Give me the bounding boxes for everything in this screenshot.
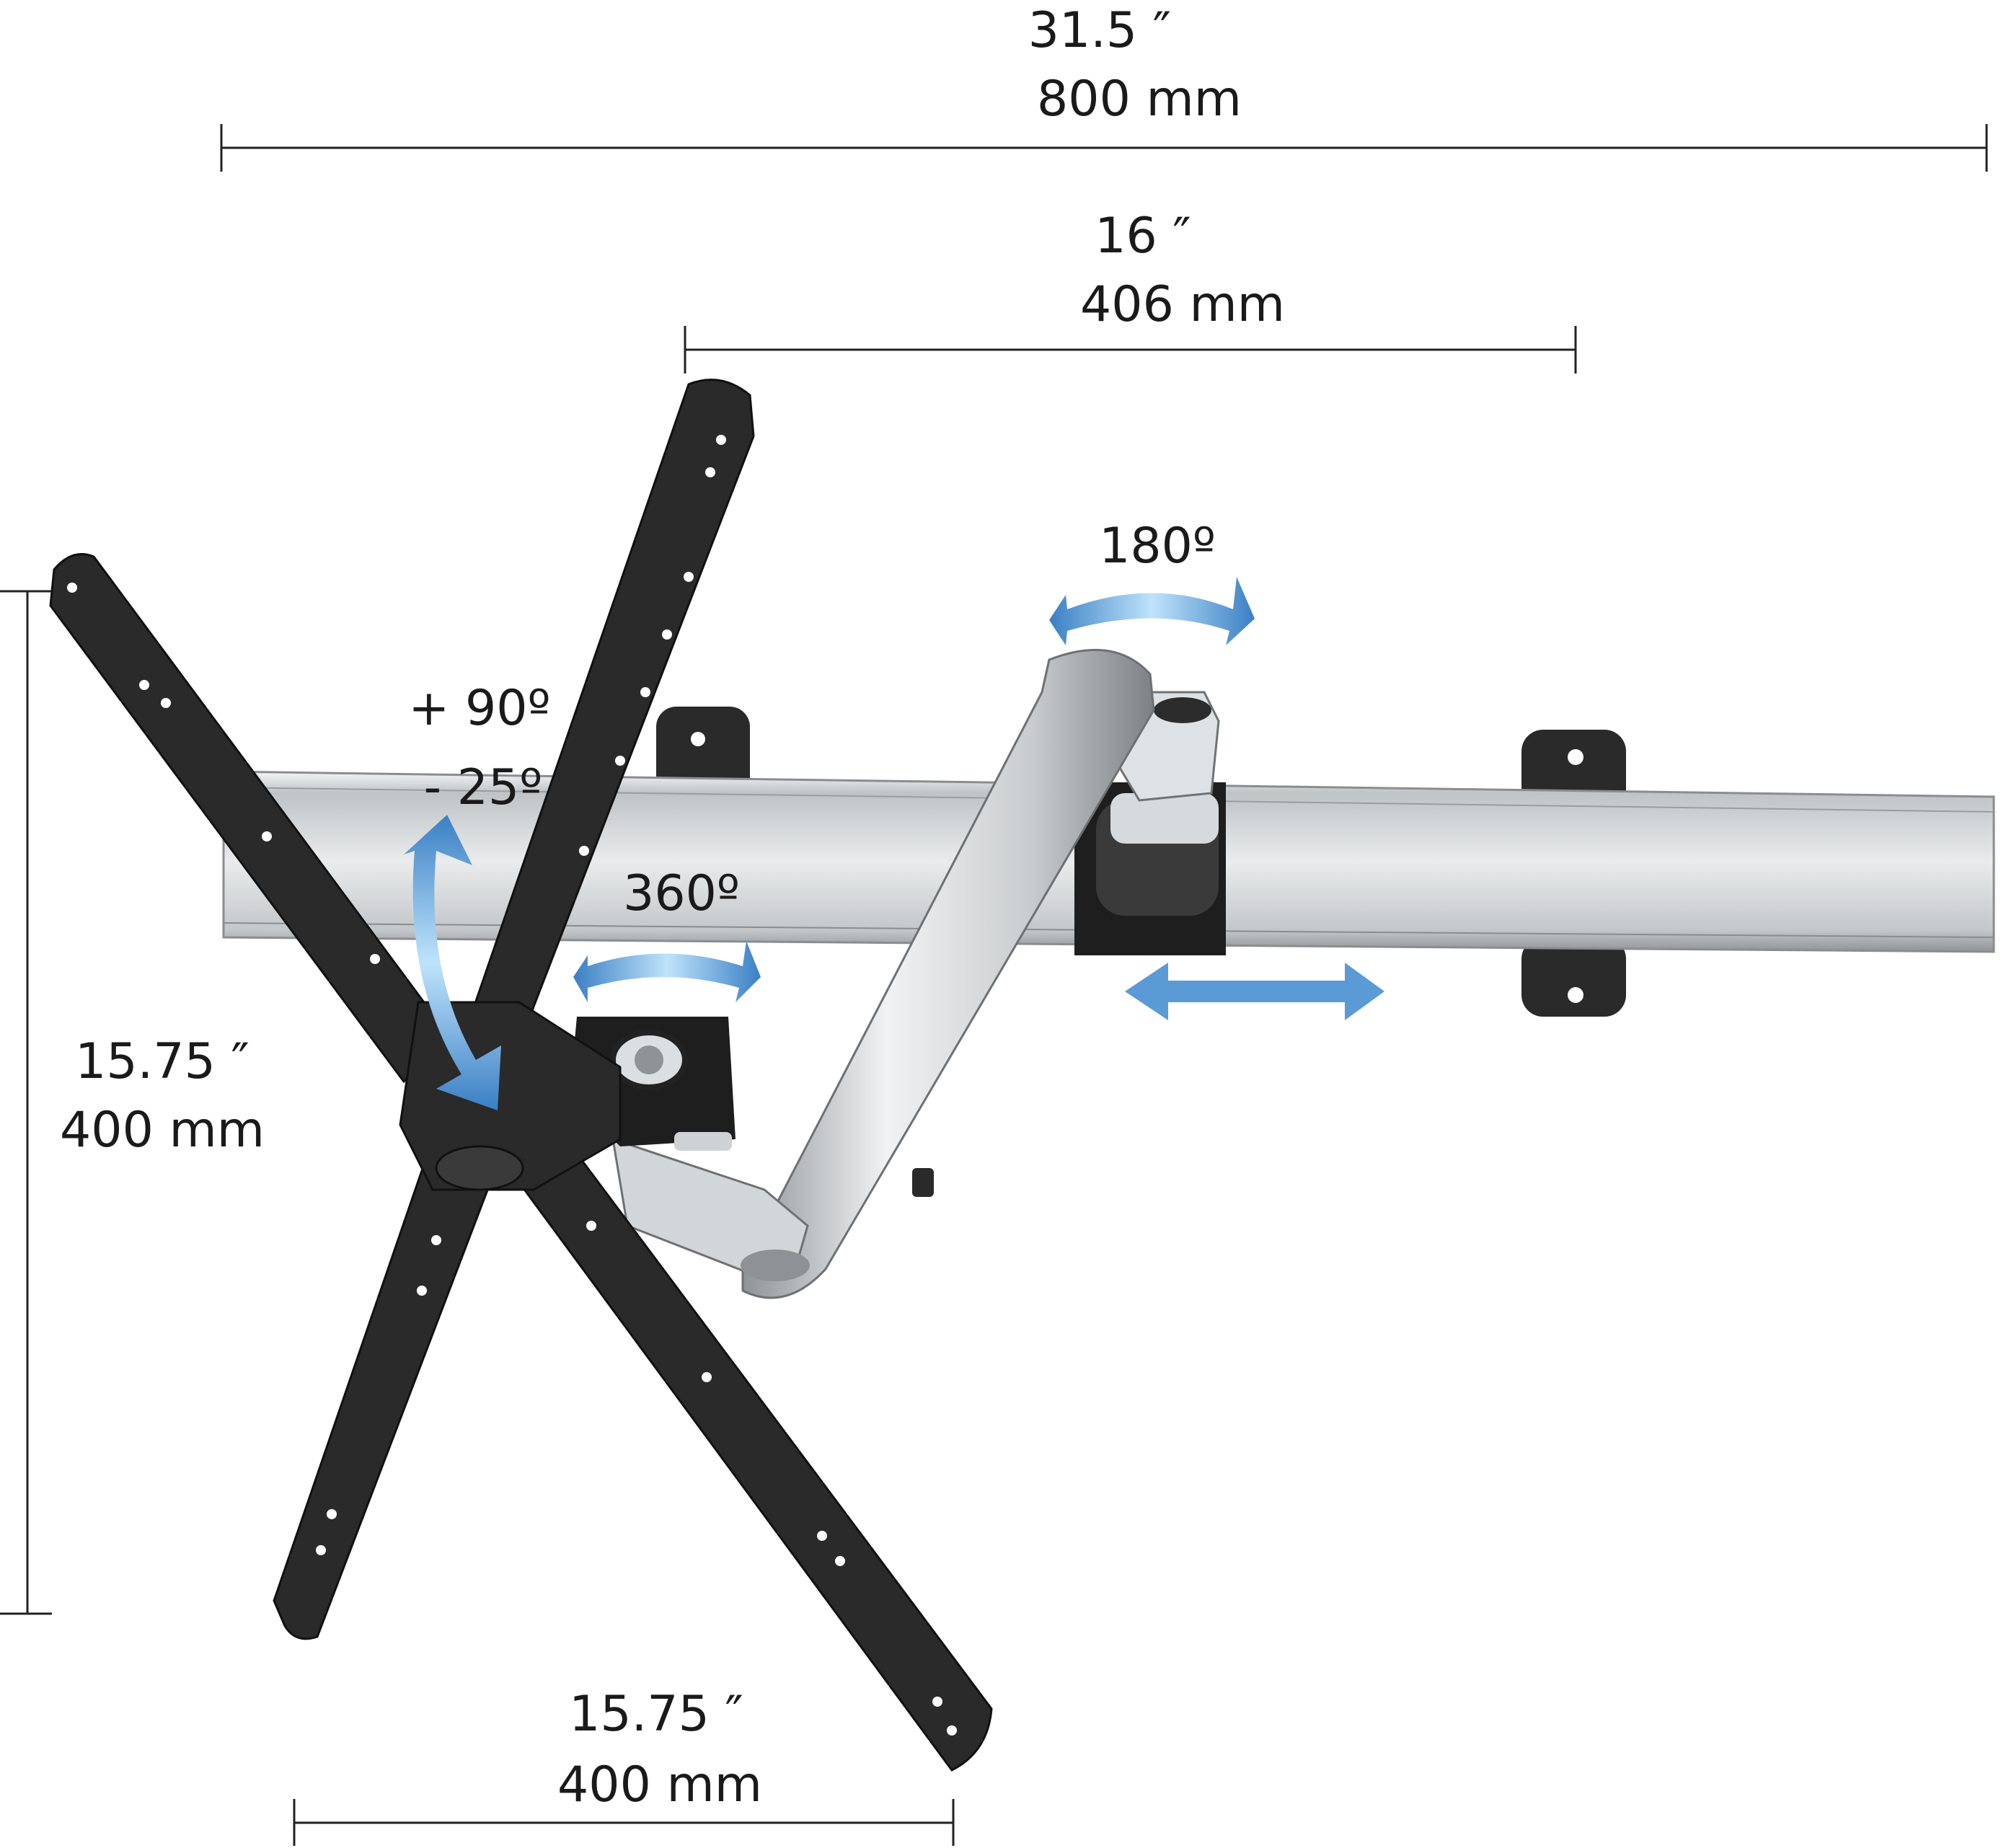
tilt-arrow: [404, 815, 501, 1110]
arm-extension-dimension: [684, 326, 1577, 373]
overall-width-mm: 800 mm: [1037, 71, 1242, 128]
vesa-width-mm: 400 mm: [557, 1756, 762, 1813]
rotation-360-arrow: [573, 941, 761, 1002]
slider-carriage: [1074, 782, 1226, 955]
slide-arrow: [1125, 963, 1384, 1020]
vesa-height-mm: 400 mm: [60, 1102, 265, 1159]
arm-extension-inches: 16 ″: [1095, 208, 1191, 265]
overall-width-inches: 31.5 ″: [1028, 2, 1171, 59]
swivel-180-arrow: [1049, 577, 1255, 645]
vesa-width-dimension: [293, 1799, 955, 1846]
swivel-label: 180º: [1099, 518, 1216, 575]
vesa-bracket-holes: [67, 435, 957, 1736]
tilt-down-label: - 25º: [424, 759, 543, 816]
tilt-up-label: + 90º: [408, 680, 550, 737]
vesa-width-inches: 15.75 ″: [569, 1686, 743, 1743]
rotation-label: 360º: [623, 865, 740, 922]
articulating-arm: [611, 648, 1155, 1299]
arm-extension-mm: 406 mm: [1080, 276, 1285, 333]
vesa-height-dimension: [0, 590, 52, 1615]
vesa-height-inches: 15.75 ″: [75, 1033, 249, 1090]
overall-width-dimension: [220, 124, 1988, 172]
